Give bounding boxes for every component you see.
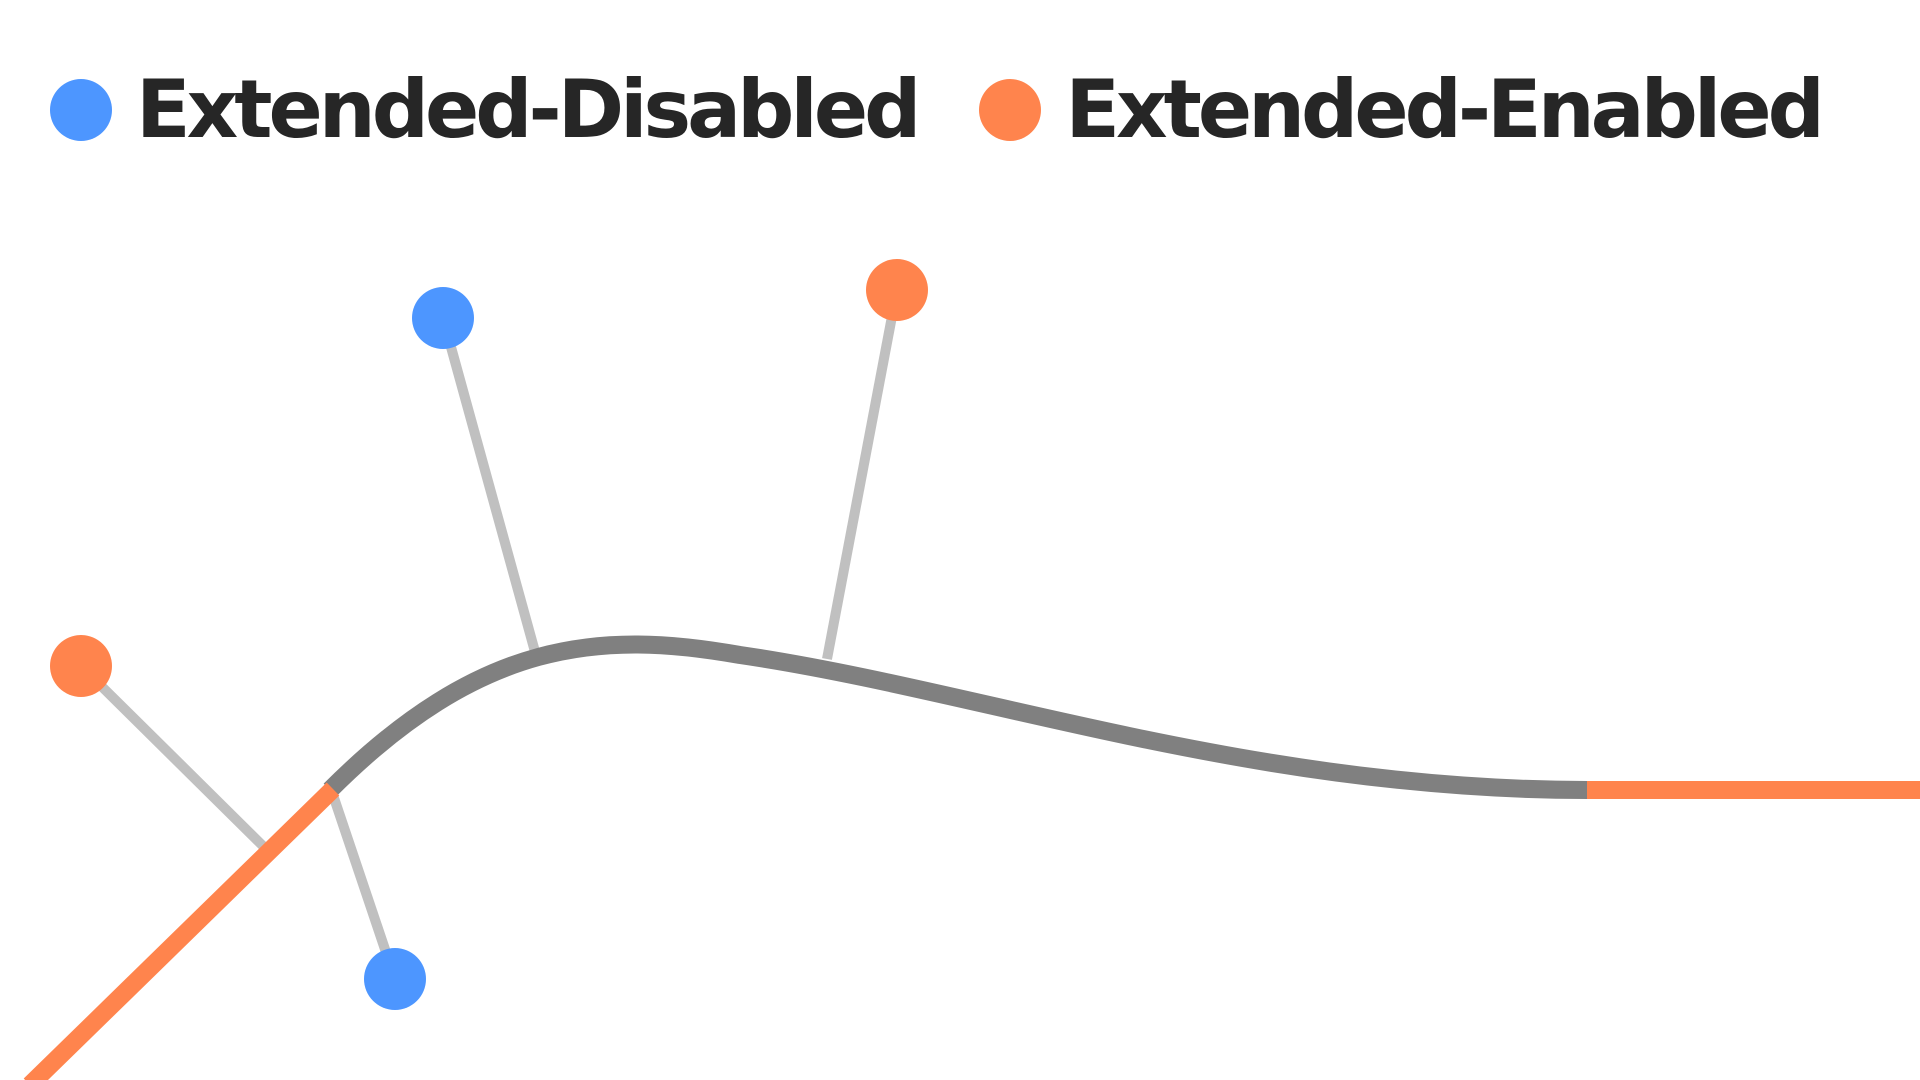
main-path-curve — [323, 635, 1588, 799]
legend-swatch-disabled — [50, 78, 112, 141]
legend-item-extended-enabled[interactable]: Extended-Enabled — [979, 62, 1825, 156]
branch-edge-enabled-top — [822, 289, 902, 660]
branch-edge-disabled-lower — [327, 790, 400, 981]
node-enabled-left[interactable] — [50, 635, 112, 697]
legend-label-disabled: Extended-Disabled — [136, 62, 921, 156]
node-enabled-top[interactable] — [866, 259, 928, 321]
legend-label-enabled: Extended-Enabled — [1065, 62, 1824, 156]
legend-item-extended-disabled[interactable]: Extended-Disabled — [50, 62, 921, 156]
branch-edge-enabled-left — [77, 662, 268, 851]
enabled-path-left — [23, 782, 340, 1080]
legend: Extended-Disabled Extended-Enabled — [50, 62, 1883, 157]
legend-swatch-enabled — [979, 78, 1042, 141]
node-disabled-upper[interactable] — [412, 287, 474, 349]
node-disabled-lower[interactable] — [364, 948, 426, 1010]
branch-edge-disabled-upper — [438, 316, 542, 661]
